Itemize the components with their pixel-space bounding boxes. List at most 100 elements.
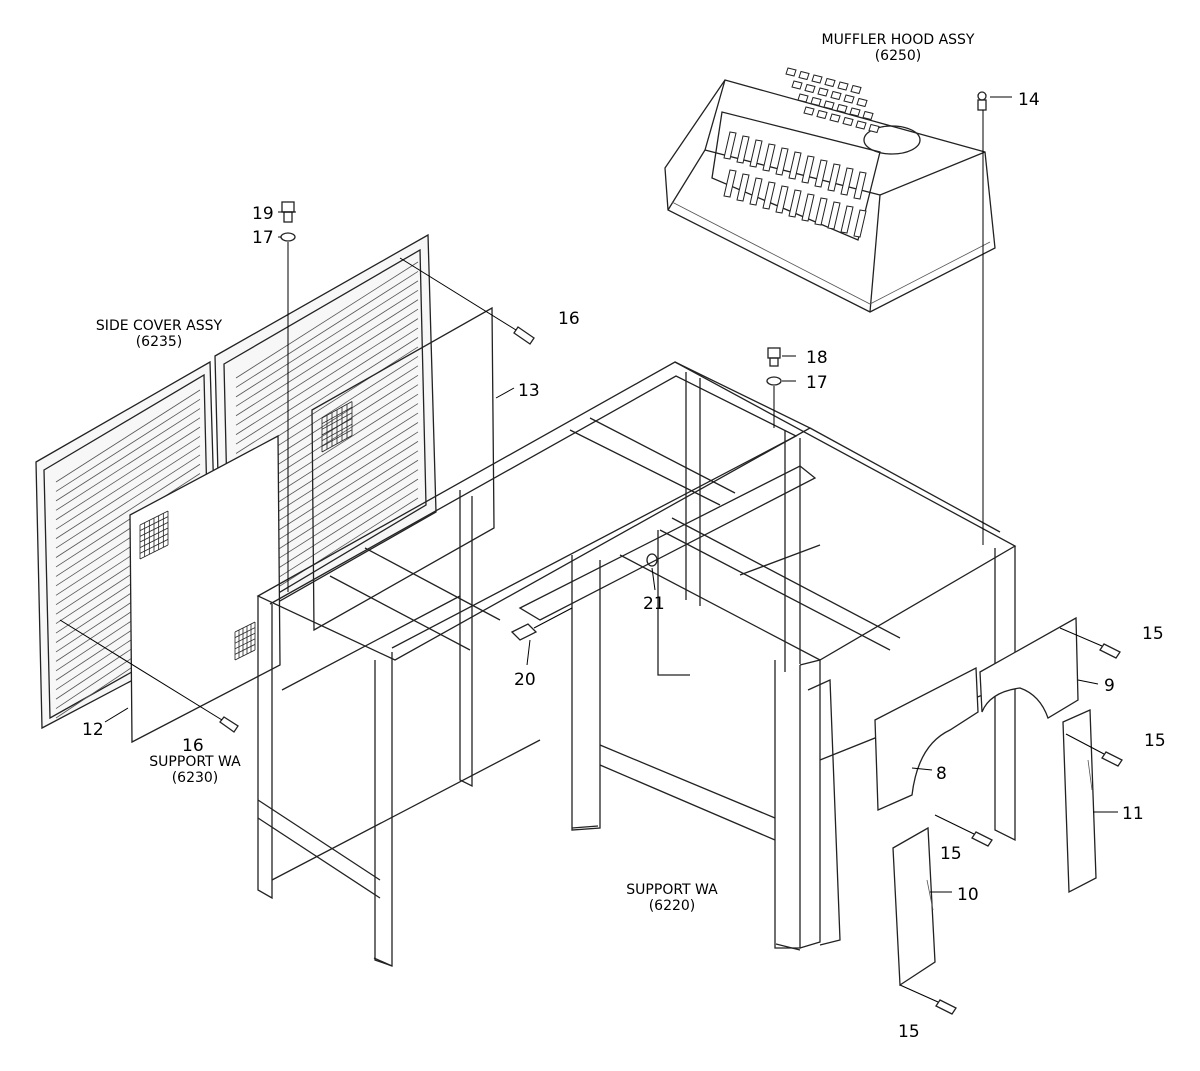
mesh-line [234,632,256,644]
part-label-15-a: 15 [1142,624,1164,644]
part-label-21: 21 [643,594,665,614]
part-number-labels: 8 9 10 11 12 13 14 15 15 15 15 16 16 17 … [82,90,1166,1042]
louver-line [55,417,201,511]
louver-line [235,308,419,426]
louver-line [55,445,201,539]
louver-line [235,337,419,454]
hood-slot [801,193,815,222]
hood-slot [855,120,867,130]
screen-panel-12 [129,434,281,744]
hood-slot [749,177,763,206]
hood-slot [837,81,849,91]
hood-slot [791,80,803,90]
hood-slot [824,77,836,88]
louver-line [235,280,419,398]
louver-line [55,426,201,521]
hood-slot [723,131,737,160]
mesh-line [234,638,256,650]
hood-slot [830,90,842,101]
side-cover-code: (6235) [136,334,183,350]
part-label-15-b: 15 [1144,731,1166,751]
hood-slot [829,113,841,123]
support-left-code: (6230) [172,770,219,786]
part-label-18: 18 [806,348,828,368]
hood-slot [775,185,789,214]
hood-slot [801,155,815,184]
cover-plate-9 [979,616,1079,719]
louver-line [235,327,419,445]
cover-plate-11 [1062,709,1097,894]
hood-slot [817,87,829,97]
hood-slot [785,67,797,77]
hood-slot [788,189,802,218]
label-leaders [104,96,1118,893]
cover-plate-10 [892,826,936,987]
hood-slot [775,147,789,176]
hood-slot [762,181,776,210]
louver-line [55,473,201,568]
louver-line [55,454,201,549]
fasteners [59,91,1123,1015]
mesh-line [234,644,256,655]
part-label-17-b: 17 [806,373,828,393]
mesh-12 [139,510,256,661]
part-label-15-d: 15 [898,1022,920,1042]
mesh-line [139,544,169,560]
louver-line [55,389,201,483]
screen-panel-13 [311,306,495,632]
part-label-15-c: 15 [940,844,962,864]
hood-slot [816,109,828,120]
muffler-hood [664,67,996,313]
louver-line [235,299,419,417]
hood-slot [811,74,823,84]
mesh-line [234,649,256,661]
hood-slot [814,197,828,226]
part-label-20: 20 [514,670,536,690]
support-left-name: SUPPORT WA [149,754,241,770]
hood-slot [736,135,750,164]
side-cover-name: SIDE COVER ASSY [96,318,223,334]
mesh-line [234,621,256,633]
louver-line [55,398,201,492]
part-label-17-a: 17 [252,228,274,248]
part-label-16-b: 16 [182,736,204,756]
part-label-10: 10 [957,885,979,905]
hood-slot [723,169,737,198]
hood-slot [853,209,867,238]
part-label-11: 11 [1122,804,1144,824]
cover-plate-8 [874,666,979,811]
hood-slot [749,139,763,168]
part-label-16-a: 16 [558,309,580,329]
louver-line [55,408,201,502]
mesh-line [139,538,169,554]
part-label-14: 14 [1018,90,1040,110]
hood-slot [827,201,841,230]
hood-slot [853,171,867,200]
muffler-hood-code: (6250) [875,48,922,64]
hood-slot [840,205,854,234]
hood-slot [798,70,810,81]
part-label-8: 8 [936,764,947,784]
hood-slot [823,100,835,110]
muffler-hood-name: MUFFLER HOOD ASSY [822,32,975,48]
mesh-line [321,429,353,447]
support-right-code: (6220) [649,898,696,914]
hood-slot [803,106,815,116]
mesh-line [234,627,256,638]
hood-slot [862,110,874,121]
hood-slot [856,97,868,108]
louver-line [235,271,419,388]
part-label-13: 13 [518,381,540,401]
hood-slot [868,123,880,134]
assembly-labels: MUFFLER HOOD ASSY (6250) SIDE COVER ASSY… [96,32,975,914]
hood-slot [836,103,848,114]
louver-line [235,289,419,407]
hood-slot [849,107,861,117]
hood-slot [814,159,828,188]
hood-slot [788,151,802,180]
hood-slot [850,84,862,95]
part-label-9: 9 [1104,676,1115,696]
hood-slot [804,83,816,94]
